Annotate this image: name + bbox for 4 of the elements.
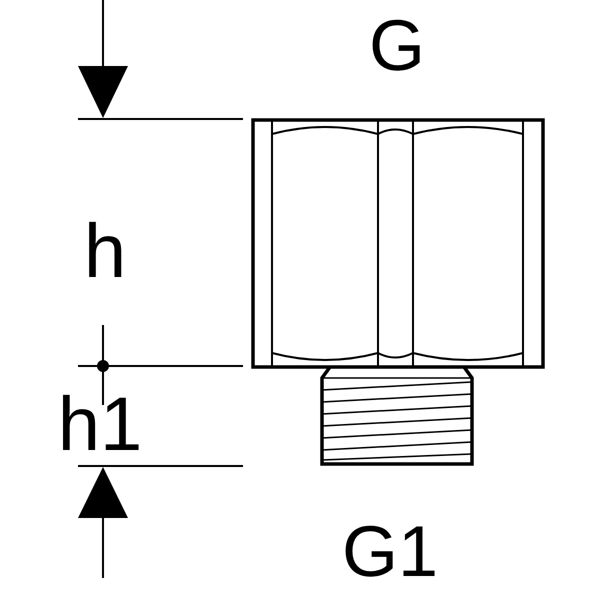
dimension-label: G xyxy=(369,10,425,82)
dimension-label: G1 xyxy=(342,516,438,588)
dimension-label: h xyxy=(84,214,126,290)
dimension-label: h1 xyxy=(58,387,142,463)
